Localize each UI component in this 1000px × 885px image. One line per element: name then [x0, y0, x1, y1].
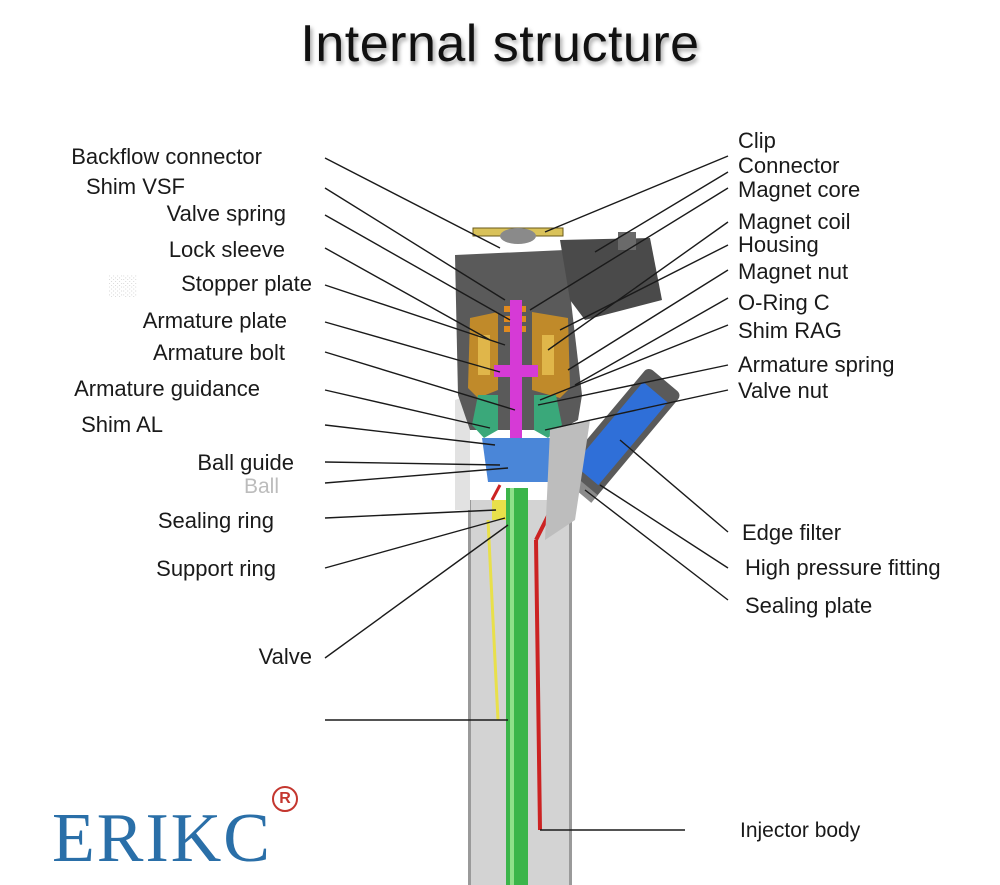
- registered-mark-icon: R: [272, 786, 298, 812]
- brand-logo: ERIKC: [52, 800, 272, 877]
- label-connector: Connector: [738, 153, 840, 178]
- label-armature-plate: Armature plate: [142, 308, 287, 333]
- label-clip: Clip: [738, 128, 776, 153]
- connector-pin-shape: [618, 232, 636, 250]
- label-magnet-core: Magnet core: [738, 177, 861, 202]
- label-injector-body: Injector body: [740, 819, 861, 842]
- label-ball-guide: Ball guide: [197, 450, 294, 475]
- label-support-ring: Support ring: [156, 556, 276, 581]
- label-valve-spring: Valve spring: [166, 201, 286, 226]
- label-armature-bolt: Armature bolt: [152, 340, 285, 365]
- label-sealing-ring: Sealing ring: [157, 508, 274, 533]
- magnet-coil-left: [478, 335, 490, 375]
- fitting-neck-shape: [545, 420, 590, 540]
- leader-lines-right: [529, 155, 729, 831]
- ball-guide-shape: [482, 438, 552, 482]
- valve-highlight: [510, 488, 514, 885]
- label-high-pressure-fitting: High pressure fitting: [745, 555, 941, 580]
- label-stopper-plate: Stopper plate: [181, 271, 312, 296]
- valve-shape: [506, 488, 528, 885]
- connector-body-shape: [560, 238, 662, 320]
- label-magnet-coil: Magnet coil: [738, 209, 851, 234]
- label-sealing-plate: Sealing plate: [745, 593, 873, 618]
- label-magnet-nut: Magnet nut: [738, 259, 849, 284]
- return-line-shape: [486, 519, 500, 721]
- label-armature-guidance: Armature guidance: [74, 376, 260, 401]
- label-shim-al: Shim AL: [81, 412, 163, 437]
- label-valve-nut: Valve nut: [738, 378, 829, 403]
- page-title: Internal structure: [300, 15, 700, 73]
- label-backflow-connector: Backflow connector: [71, 144, 262, 169]
- ghost-text: ░░: [108, 275, 137, 297]
- label-armature-spring: Armature spring: [738, 352, 895, 377]
- label-ball-partial: Ball: [244, 475, 280, 498]
- high-pressure-line-left: [490, 484, 502, 501]
- label-valve: Valve: [258, 644, 312, 669]
- leader-lines-left: [324, 157, 516, 721]
- label-housing: Housing: [738, 232, 819, 257]
- magnet-coil-right: [542, 335, 554, 375]
- armature-plate-shape: [494, 365, 538, 377]
- label-lock-sleeve: Lock sleeve: [168, 237, 285, 262]
- injector-shoulder-left: [455, 395, 470, 510]
- label-shim-vsf: Shim VSF: [85, 174, 185, 199]
- label-shim-rag: Shim RAG: [738, 318, 842, 343]
- label-edge-filter: Edge filter: [742, 520, 842, 545]
- clip-cap-shape: [500, 228, 536, 244]
- injector-body-outline-left: [468, 500, 471, 885]
- label-o-ring-c: O-Ring C: [738, 290, 830, 315]
- armature-bolt-shape: [510, 300, 522, 460]
- injector-body-outline-right: [569, 500, 572, 885]
- armature-guidance-shape: [472, 395, 498, 438]
- sealing-ring-shape: [492, 500, 506, 520]
